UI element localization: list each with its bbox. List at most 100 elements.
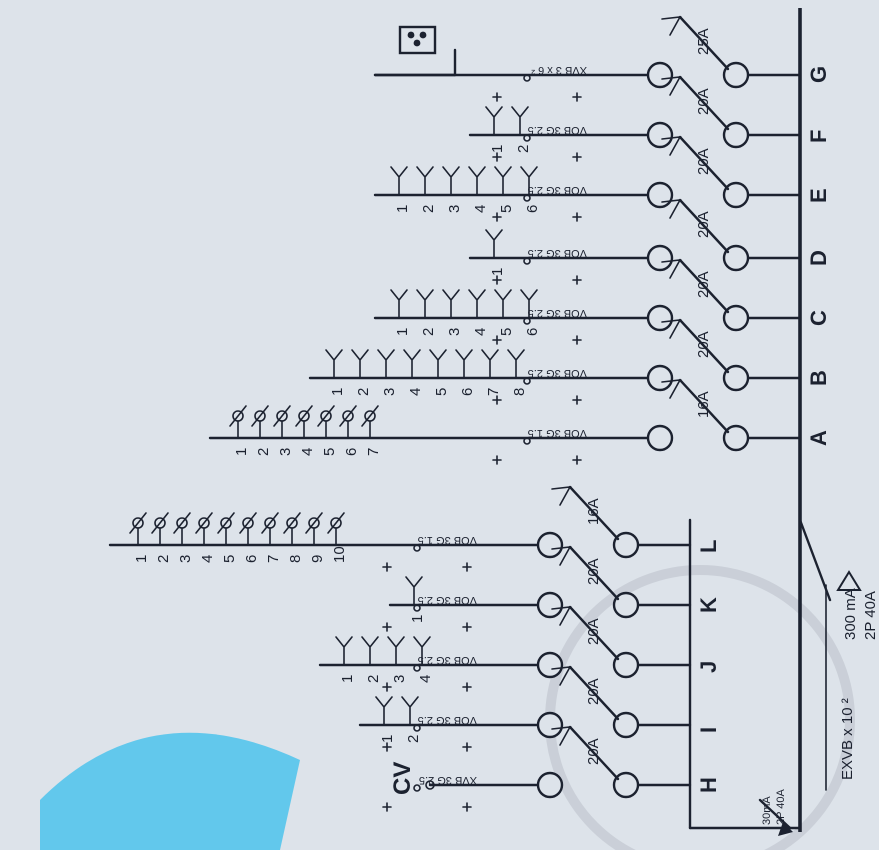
breaker-switch: [568, 605, 620, 661]
breaker-contact: [536, 771, 564, 799]
main-current: 300 mA: [842, 588, 859, 640]
earth-mark: [572, 455, 582, 465]
breaker-switch: [568, 485, 620, 541]
socket-point-icon: [494, 289, 512, 319]
earth-mark: [572, 335, 582, 345]
rcd-triangle: [778, 822, 793, 836]
breaker-contact: [722, 61, 750, 89]
junction-dot: [523, 74, 531, 82]
breaker-contact: [612, 651, 640, 679]
light-switch-mark: [229, 405, 247, 427]
breaker-mark: [661, 379, 682, 399]
point-number: 5: [221, 555, 238, 563]
blue-swoosh: [40, 732, 300, 850]
point-number: 6: [524, 328, 541, 336]
breaker-rating: 20A: [695, 148, 712, 175]
junction-dot: [523, 377, 531, 385]
earth-mark: [572, 152, 582, 162]
breaker-mark: [661, 259, 682, 279]
earth-mark: [462, 562, 472, 572]
point-number: 5: [321, 448, 338, 456]
main-triangle-icon: [836, 570, 862, 591]
cable-label: VOB 3G 1.5: [418, 534, 477, 546]
point-number: 4: [417, 675, 434, 683]
breaker-contact: [646, 61, 674, 89]
junction-dot: [413, 544, 421, 552]
socket-point-icon: [377, 349, 395, 379]
main-cable-text: EXVB x 10 ²: [839, 698, 856, 780]
power-socket-icon: [398, 25, 437, 55]
socket-pin: [413, 39, 421, 47]
point-number: 7: [365, 448, 382, 456]
socket-point-icon: [416, 166, 434, 196]
circuit-letter: J: [696, 661, 721, 673]
point-number: 1: [394, 205, 411, 213]
circuit-letter: G: [806, 66, 831, 83]
point-number: 2: [355, 388, 372, 396]
secondary-breaker-label: 30mA 2P 40A: [761, 788, 787, 825]
breaker-switch: [678, 318, 730, 374]
breaker-mark: [551, 546, 572, 566]
breaker-contact: [612, 591, 640, 619]
breaker-contact: [612, 711, 640, 739]
breaker-contact: [646, 424, 674, 452]
breaker-rating: 20A: [585, 738, 602, 765]
socket-point-icon: [325, 349, 343, 379]
breaker-mark: [661, 136, 682, 156]
point-number: 5: [433, 388, 450, 396]
breaker-switch: [678, 135, 730, 191]
point-number: 1: [379, 735, 396, 743]
breaker-mark: [661, 319, 682, 339]
breaker-switch: [678, 15, 730, 71]
socket-point-icon: [442, 289, 460, 319]
cable-label: VOB 3G 2.5: [528, 124, 587, 136]
point-number: 8: [511, 388, 528, 396]
breaker-contact: [722, 364, 750, 392]
earth-mark: [492, 275, 502, 285]
junction-dot: [413, 604, 421, 612]
light-switch-mark: [295, 405, 313, 427]
breaker-switch: [678, 75, 730, 131]
earth-mark: [492, 395, 502, 405]
point-number: 1: [133, 555, 150, 563]
point-number: 1: [409, 615, 426, 623]
breaker-contact: [612, 531, 640, 559]
breaker-rating: 20A: [585, 618, 602, 645]
breaker-mark: [551, 726, 572, 746]
earth-mark: [492, 335, 502, 345]
point-number: 1: [329, 388, 346, 396]
secondary-current: 30mA: [761, 796, 773, 825]
point-number: 6: [524, 205, 541, 213]
socket-point-icon: [520, 289, 538, 319]
point-number: 2: [255, 448, 272, 456]
socket-point-icon: [403, 349, 421, 379]
main-feed-slash: [798, 518, 832, 602]
light-switch-mark: [317, 405, 335, 427]
circuit-letter: D: [806, 250, 831, 266]
socket-point-icon: [405, 576, 423, 606]
breaker-contact: [722, 121, 750, 149]
socket-point-icon: [442, 166, 460, 196]
breaker-switch: [678, 258, 730, 314]
earth-mark: [572, 395, 582, 405]
circuit-letter: L: [696, 540, 721, 553]
breaker-rating: 20A: [695, 271, 712, 298]
breaker-mark: [551, 486, 572, 506]
cable-label: XVB 3 x 6 ²: [531, 64, 587, 76]
junction-dot: [523, 194, 531, 202]
socket-point-icon: [507, 349, 525, 379]
light-switch-mark: [305, 512, 323, 534]
point-number: 4: [407, 388, 424, 396]
point-number: 4: [472, 328, 489, 336]
point-number: 4: [472, 205, 489, 213]
light-switch-mark: [283, 512, 301, 534]
point-number: 7: [265, 555, 282, 563]
light-switch-mark: [261, 512, 279, 534]
cable-label: VOB 3G 2.5: [528, 367, 587, 379]
